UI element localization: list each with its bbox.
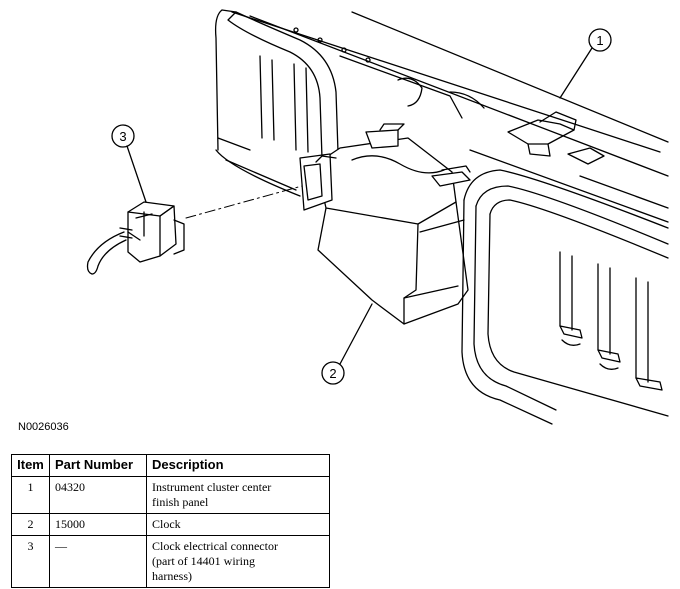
callout-2-label: 2 (329, 366, 336, 381)
header-item: Item (11, 454, 50, 477)
exploded-view-diagram: 1 2 3 (86, 9, 669, 425)
part-number-cell: 15000 (49, 513, 147, 536)
table-row: 3 — Clock electrical connector(part of 1… (11, 535, 330, 588)
description-cell: Clock (146, 513, 330, 536)
item-cell: 2 (11, 513, 50, 536)
table-header-row: Item Part Number Description (11, 454, 330, 477)
table-row: 2 15000 Clock (11, 513, 330, 536)
header-description: Description (146, 454, 330, 477)
callout-3-label: 3 (119, 129, 126, 144)
parts-table: Item Part Number Description 1 04320 Ins… (11, 454, 330, 588)
part-number-cell: — (49, 535, 147, 588)
description-cell: Clock electrical connector(part of 14401… (146, 535, 330, 588)
clock-electrical-connector (86, 201, 185, 275)
item-cell: 1 (11, 476, 50, 514)
callout-3 (111, 124, 147, 203)
item-cell: 3 (11, 535, 50, 588)
callout-2 (321, 303, 373, 385)
alignment-line (185, 185, 303, 219)
description-line: (part of 14401 wiring (152, 554, 255, 568)
description-line: Clock electrical connector (152, 539, 278, 553)
description-line: finish panel (152, 495, 209, 509)
description-line: harness) (152, 569, 192, 583)
header-part-number: Part Number (49, 454, 147, 477)
figure-id: N0026036 (18, 421, 69, 433)
callout-1-label: 1 (596, 33, 603, 48)
description-line: Clock (152, 517, 181, 531)
part-number-cell: 04320 (49, 476, 147, 514)
callout-1 (559, 28, 612, 99)
clock (299, 123, 471, 325)
finish-panel (214, 9, 669, 425)
description-line: Instrument cluster center (152, 480, 272, 494)
